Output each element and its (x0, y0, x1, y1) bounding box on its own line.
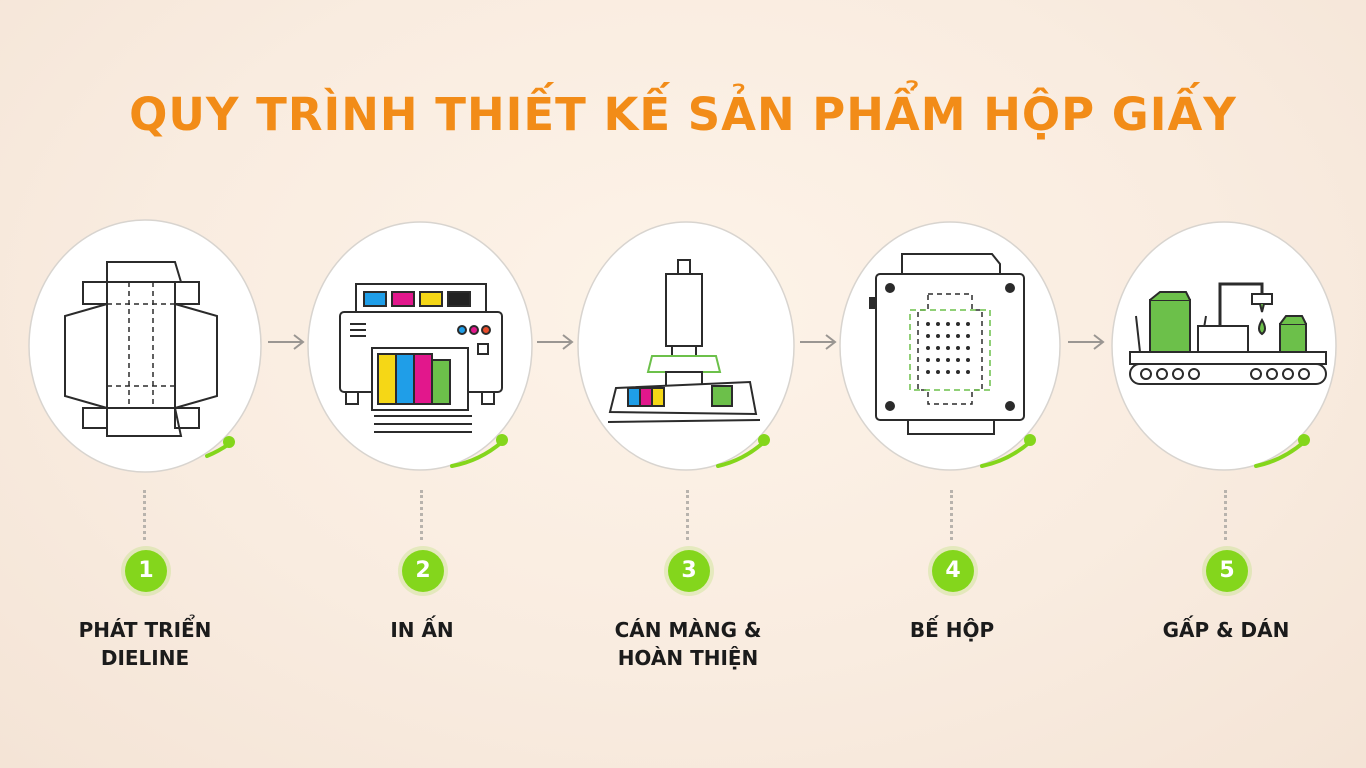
arrow-right-icon (1068, 334, 1105, 350)
step-number-badge: 2 (402, 550, 444, 592)
dieline-icon (28, 219, 262, 473)
step-number-badge: 5 (1206, 550, 1248, 592)
step-label: CÁN MÀNG & HOÀN THIỆN (614, 618, 762, 670)
dotted-connector (950, 490, 957, 540)
printer-icon (307, 221, 533, 471)
page-title: QUY TRÌNH THIẾT KẾ SẢN PHẨM HỘP GIẤY (129, 88, 1237, 141)
step-label: PHÁT TRIỂN DIELINE (78, 618, 212, 670)
arrow-right-icon (537, 334, 574, 350)
step-number-badge: 4 (932, 550, 974, 592)
dotted-connector (143, 490, 150, 540)
dotted-connector (420, 490, 427, 540)
arrow-right-icon (268, 334, 305, 350)
dotted-connector (1224, 490, 1231, 540)
dotted-connector (686, 490, 693, 540)
step-number-badge: 1 (125, 550, 167, 592)
conveyor-gluing-icon (1111, 221, 1337, 471)
step-label: BẾ HỘP (909, 618, 995, 642)
die-cutting-machine-icon (839, 221, 1061, 471)
step-number-badge: 3 (668, 550, 710, 592)
step-label: IN ẤN (390, 618, 454, 642)
step-label: GẤP & DÁN (1162, 618, 1290, 642)
arrow-right-icon (800, 334, 837, 350)
laminating-press-icon (577, 221, 795, 471)
